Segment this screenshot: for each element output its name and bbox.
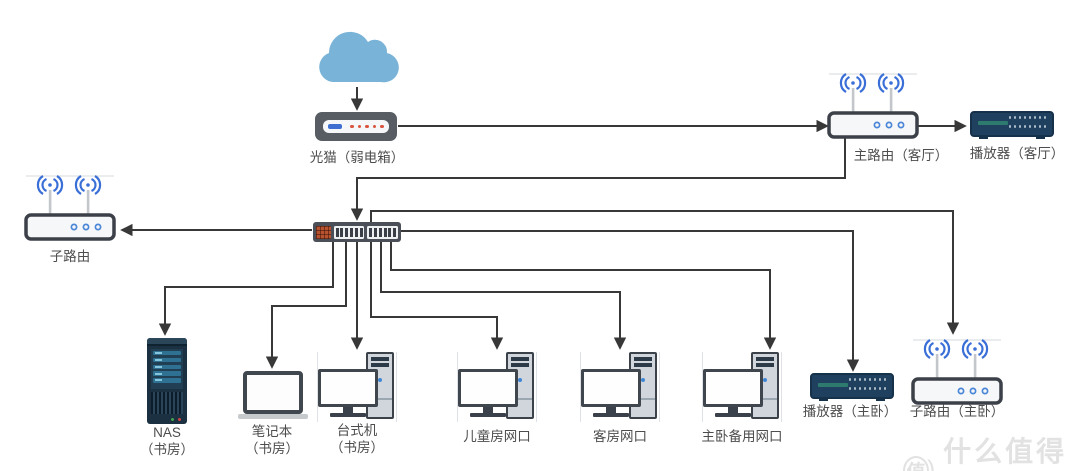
edge-switch-port-guest	[380, 242, 627, 350]
desktop-label: 台式机（书房）	[330, 423, 384, 455]
smzdm-watermark: 值 ) 什么值得买	[903, 430, 1080, 471]
player-vent-dots	[848, 378, 886, 381]
port-master-spare-icon	[702, 352, 782, 422]
wifi-signal-icon	[923, 339, 989, 359]
player-living-icon	[970, 111, 1054, 139]
modem-power-light	[328, 124, 342, 129]
player-living-label: 播放器（客厅）	[969, 146, 1065, 161]
switch-uplink-block	[316, 225, 331, 239]
player-display	[818, 383, 848, 387]
modem-label: 光猫（弱电箱）	[309, 150, 405, 165]
edge-switch-laptop	[265, 242, 347, 369]
sub-router-label: 子路由	[49, 249, 91, 264]
switch-port-group	[333, 225, 365, 239]
player-vent-dots	[1008, 125, 1046, 128]
port-guest-icon	[580, 352, 660, 422]
edge-switch-port-kids	[370, 242, 504, 350]
wifi-signal-icon	[36, 175, 102, 195]
player-display	[978, 121, 1008, 125]
nas-green-led	[170, 417, 174, 421]
player-vent-dots	[1008, 116, 1046, 119]
smzdm-logo-icon: 值	[903, 455, 930, 471]
port-kids-icon	[457, 352, 537, 422]
player-vent-dots	[848, 387, 886, 390]
port-master-spare-label: 主卧备用网口	[701, 429, 783, 444]
edge-switch-sub-router-master	[370, 210, 960, 335]
modem-status-leds	[350, 124, 384, 129]
laptop-icon	[238, 371, 308, 419]
nas-drive-bays	[151, 349, 183, 389]
nas-icon	[147, 338, 187, 424]
internet-cloud-icon	[313, 24, 401, 91]
edge-main-router-switch	[350, 137, 846, 221]
edge-switch-port-master-spare	[390, 242, 777, 350]
desktop-icon	[317, 352, 397, 422]
nas-vent	[151, 392, 183, 414]
nas-red-led	[177, 417, 181, 421]
switch-icon	[313, 222, 401, 242]
edge-switch-player-master	[401, 230, 860, 372]
main-router-label: 主路由（客厅）	[853, 148, 949, 163]
laptop-label: 笔记本（书房）	[245, 424, 299, 456]
smzdm-watermark-text: 什么值得买	[943, 436, 1068, 467]
switch-port-group	[367, 225, 398, 239]
port-guest-label: 客房网口	[593, 429, 647, 444]
player-master-label: 播放器（主卧）	[802, 404, 898, 419]
port-kids-label: 儿童房网口	[463, 429, 531, 444]
edge-switch-nas	[158, 242, 334, 336]
smzdm-logo-tail: )	[927, 456, 936, 471]
sub-router-master-icon	[910, 332, 1004, 406]
modem-icon	[315, 112, 397, 141]
player-master-icon	[810, 373, 894, 401]
nas-label: NAS（书房）	[140, 425, 194, 457]
main-router-icon	[826, 66, 920, 140]
sub-router-icon	[23, 168, 117, 242]
wifi-signal-icon	[839, 73, 905, 93]
modem-face	[323, 120, 389, 133]
sub-router-master-label: 子路由（主卧）	[909, 404, 1005, 419]
